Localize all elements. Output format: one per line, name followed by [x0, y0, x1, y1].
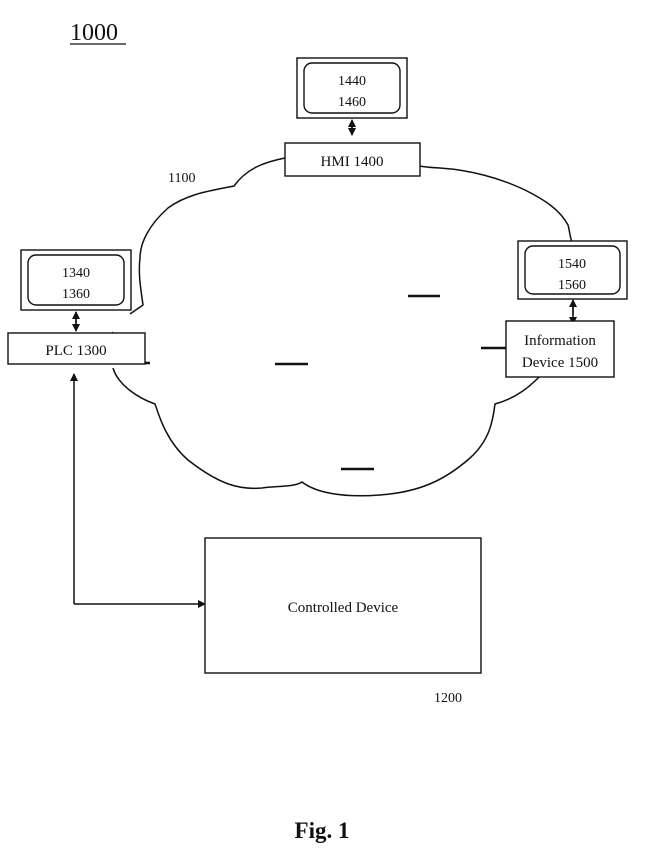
plc-display-line-1: 1340	[62, 266, 90, 281]
network-cloud	[107, 152, 574, 496]
information-device-display-line-1: 1540	[558, 257, 586, 272]
controlled-device-label: Controlled Device	[288, 600, 399, 616]
hmi-display-line-2: 1460	[338, 95, 366, 110]
information-device-label-line-2: Device 1500	[522, 355, 598, 371]
information-device-display: 1540 1560	[518, 241, 627, 299]
hmi-display-line-1: 1440	[338, 74, 366, 89]
information-device-label-line-1: Information	[524, 333, 596, 349]
figure-caption: Fig. 1	[295, 818, 350, 843]
plc-display: 1340 1360	[21, 250, 131, 310]
plc-display-line-2: 1360	[62, 287, 90, 302]
plc-label: PLC 1300	[45, 343, 106, 359]
hmi-display: 1440 1460	[297, 58, 407, 118]
controlled-device-reference-number: 1200	[434, 691, 462, 706]
network-label: 1100	[168, 171, 195, 186]
information-device-display-line-2: 1560	[558, 278, 586, 293]
figure-reference-number: 1000	[70, 20, 118, 46]
hmi-label: HMI 1400	[321, 154, 384, 170]
